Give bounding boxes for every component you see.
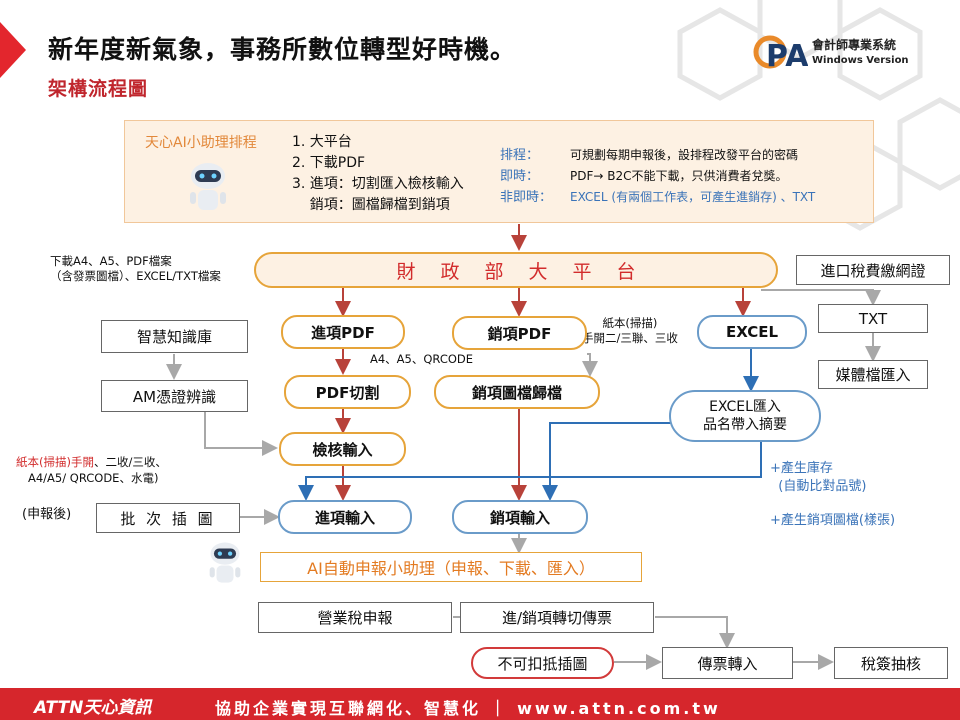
media-import-node: 媒體檔匯入 [818, 360, 928, 389]
paper-input-rest: 、二收/三收、 [93, 455, 167, 469]
output-archive-node: 銷項圖檔歸檔 [434, 375, 600, 409]
knowledge-base-node: 智慧知識庫 [101, 320, 248, 353]
page-subtitle: 架構流程圖 [48, 78, 149, 100]
vat-filing-node: 營業稅申報 [258, 602, 452, 633]
non-deductible-insert-node: 不可扣抵插圖 [471, 647, 614, 679]
voucher-import-node: 傳票轉入 [662, 647, 793, 679]
logo-version: Windows Version [812, 55, 909, 66]
footer-bar [0, 688, 960, 720]
output-entry-node: 銷項輸入 [452, 500, 588, 534]
schedule-key: 非即時： [500, 190, 553, 205]
info-label: 天心AI小助理排程 [145, 135, 257, 151]
inventory-note: +產生庫存 (自動比對品號) [770, 461, 867, 494]
footer-slogan: 協助企業實現互聯網化、智慧化 ｜ www.attn.com.tw [215, 699, 721, 718]
tax-sampling-node: 稅簽抽核 [834, 647, 948, 679]
excel-import-node: EXCEL匯入 品名帶入摘要 [669, 390, 821, 442]
footer-brand: ATTN天心資訊 [34, 698, 152, 718]
corner-marker [0, 22, 26, 78]
schedule-value: EXCEL (有兩個工作表，可產生進銷存) 、TXT [570, 190, 816, 204]
paper-input-note: 紙本(掃描)手開、二收/三收、 [16, 455, 167, 470]
check-input-node: 檢核輸入 [279, 432, 406, 466]
schedule-value: PDF→ B2C不能下載，只供消費者兌獎。 [570, 169, 788, 183]
format-note: A4、A5、QRCODE [370, 352, 474, 366]
txt-node: TXT [818, 304, 928, 333]
steps-list: 1. 大平台 2. 下載PDF 3. 進項：切割匯入檢核輸入 銷項：圖檔歸檔到銷… [292, 134, 464, 213]
robot-icon [190, 163, 226, 210]
paper-scan-note: 紙本(掃描) 手開二/三聯、三收 [582, 316, 678, 345]
pdf-cut-node: PDF切割 [284, 375, 411, 409]
ministry-platform-node: 財政部大平台 [254, 252, 778, 288]
schedule-value: 可規劃每期申報後，設排程改發平台的密碼 [570, 148, 799, 162]
batch-insert-node: 批 次 插 圖 [96, 503, 240, 533]
hexagon-background [677, 0, 960, 231]
input-entry-node: 進項輸入 [278, 500, 412, 534]
logo-text: 會計師專業系統 [812, 38, 897, 52]
schedule-key: 即時： [500, 169, 540, 184]
svg-text:PA: PA [766, 39, 808, 70]
am-recognition-node: AM憑證辨識 [101, 380, 248, 412]
input-pdf-node: 進項PDF [281, 315, 405, 349]
info-panel [124, 120, 874, 223]
ai-filing-assistant-node: AI自動申報小助理（申報、下載、匯入） [260, 552, 642, 582]
robot-icon [209, 542, 241, 583]
paper-input-line2: A4/A5/ QRCODE、水電) [28, 471, 159, 485]
after-filing-note: (申報後) [22, 507, 72, 522]
output-pdf-node: 銷項PDF [452, 316, 587, 350]
download-note: 下載A4、A5、PDF檔案 （含發票圖檔）、EXCEL/TXT檔案 [50, 254, 221, 283]
customs-certificate-node: 進口稅費繳網證 [796, 255, 950, 285]
paper-input-red: 紙本(掃描)手開 [16, 455, 94, 469]
cpa-logo-icon: PA [753, 35, 808, 70]
sales-image-note: +產生銷項圖檔(樣張) [770, 513, 896, 528]
page-title: 新年度新氣象，事務所數位轉型好時機。 [48, 35, 517, 64]
schedule-list: 排程： 可規劃每期申報後，設排程改發平台的密碼 即時： PDF→ B2C不能下載，只… [500, 145, 815, 208]
transfer-voucher-node: 進/銷項轉切傳票 [460, 602, 654, 633]
schedule-key: 排程： [500, 148, 540, 163]
excel-node: EXCEL [697, 315, 807, 349]
